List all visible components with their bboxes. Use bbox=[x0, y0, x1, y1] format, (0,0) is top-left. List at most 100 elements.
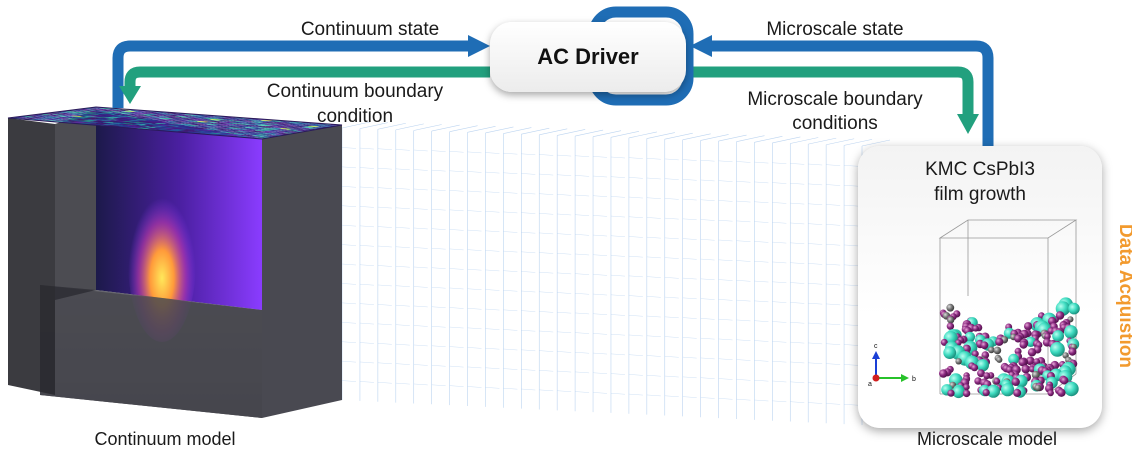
heat-cell bbox=[222, 132, 236, 135]
mesh-line bbox=[341, 244, 357, 246]
mesh-line bbox=[575, 391, 590, 393]
mesh-line bbox=[826, 363, 841, 365]
mesh-line bbox=[844, 165, 859, 167]
heat-cell bbox=[170, 127, 184, 129]
mesh-line bbox=[826, 224, 841, 226]
heat-cell bbox=[212, 129, 226, 132]
heat-cell bbox=[109, 120, 123, 123]
heat-cell bbox=[167, 125, 181, 127]
atom bbox=[962, 389, 971, 398]
heat-cell bbox=[157, 120, 171, 122]
atom bbox=[1014, 334, 1023, 343]
heat-cell bbox=[288, 124, 302, 126]
heat-cell bbox=[170, 120, 184, 122]
mesh-line bbox=[700, 159, 715, 162]
heat-cell bbox=[202, 126, 216, 129]
atom bbox=[983, 372, 991, 380]
heat-cell bbox=[256, 122, 270, 124]
heat-cell bbox=[128, 124, 142, 126]
mesh-line bbox=[790, 341, 805, 344]
heat-cell bbox=[257, 127, 270, 129]
mesh-line bbox=[664, 395, 679, 398]
atom bbox=[940, 338, 948, 346]
heat-cell bbox=[90, 113, 104, 115]
heat-cell bbox=[234, 119, 248, 121]
mesh-line bbox=[736, 280, 751, 282]
heat-cell bbox=[47, 116, 61, 118]
mesh-line bbox=[413, 383, 428, 386]
heat-cell bbox=[279, 125, 292, 128]
heat-cell bbox=[206, 117, 219, 119]
heat-cell bbox=[131, 124, 145, 126]
heat-cell bbox=[93, 114, 107, 116]
heat-cell bbox=[145, 113, 159, 115]
mesh-line bbox=[395, 207, 410, 210]
mesh-line bbox=[772, 261, 787, 264]
heat-cell bbox=[134, 123, 148, 125]
heat-cell bbox=[34, 116, 48, 118]
mesh-line bbox=[790, 262, 805, 264]
heat-cell bbox=[145, 117, 158, 120]
heat-cell bbox=[235, 133, 249, 135]
heat-cell bbox=[238, 132, 252, 134]
heat-cell bbox=[31, 116, 45, 118]
mesh-line bbox=[449, 385, 464, 387]
heat-cell bbox=[44, 119, 58, 121]
atom bbox=[1011, 377, 1020, 386]
atom bbox=[1008, 353, 1019, 365]
heat-cell bbox=[257, 129, 271, 131]
heat-cell bbox=[110, 114, 123, 116]
heat-cell bbox=[282, 123, 295, 125]
heat-cell bbox=[279, 128, 293, 130]
mesh-line bbox=[646, 197, 661, 199]
heat-cell bbox=[71, 113, 85, 115]
atom bbox=[947, 389, 955, 397]
heat-cell bbox=[76, 121, 90, 123]
heat-cell bbox=[196, 127, 210, 130]
atom bbox=[980, 341, 989, 350]
mesh-line bbox=[521, 388, 536, 391]
heat-cell bbox=[272, 126, 286, 129]
mesh-line bbox=[754, 181, 769, 184]
mesh-line bbox=[557, 213, 572, 216]
mesh-line bbox=[431, 208, 446, 211]
atom bbox=[955, 358, 962, 365]
mesh-line bbox=[664, 336, 679, 338]
mesh-line bbox=[628, 295, 643, 297]
heat-cell bbox=[216, 133, 230, 136]
mesh-line bbox=[539, 232, 554, 235]
heat-cell bbox=[250, 119, 264, 121]
mesh-line bbox=[557, 174, 572, 176]
mesh-line bbox=[557, 233, 572, 235]
heat-cell bbox=[86, 117, 100, 119]
heat-cell bbox=[138, 125, 152, 127]
heat-cell bbox=[109, 118, 123, 120]
heat-cell bbox=[73, 121, 87, 123]
mesh-line bbox=[449, 365, 464, 368]
mesh-line bbox=[395, 285, 410, 287]
mesh-line bbox=[790, 222, 805, 225]
heat-cell bbox=[151, 116, 165, 119]
kmc-title-line2: film growth bbox=[934, 184, 1026, 205]
heat-cell bbox=[112, 122, 126, 124]
heat-cell bbox=[240, 120, 254, 122]
mesh-line bbox=[844, 324, 859, 326]
heat-cell bbox=[50, 118, 64, 120]
heat-cell bbox=[212, 120, 226, 123]
heat-cell bbox=[231, 124, 245, 126]
mesh-line bbox=[521, 173, 536, 175]
heat-cell bbox=[103, 115, 117, 117]
mesh-line bbox=[575, 194, 590, 197]
mesh-line bbox=[413, 286, 428, 288]
mesh-line bbox=[413, 344, 428, 347]
heat-cell bbox=[60, 119, 74, 121]
heat-cell bbox=[148, 115, 162, 117]
mesh-line bbox=[485, 191, 500, 193]
mesh-line bbox=[539, 193, 554, 195]
heat-cell bbox=[218, 126, 232, 128]
mesh-line bbox=[736, 260, 751, 262]
heat-cell bbox=[247, 131, 261, 133]
heat-cell bbox=[139, 112, 153, 114]
mesh-line bbox=[826, 204, 841, 206]
heat-cell bbox=[193, 115, 207, 117]
